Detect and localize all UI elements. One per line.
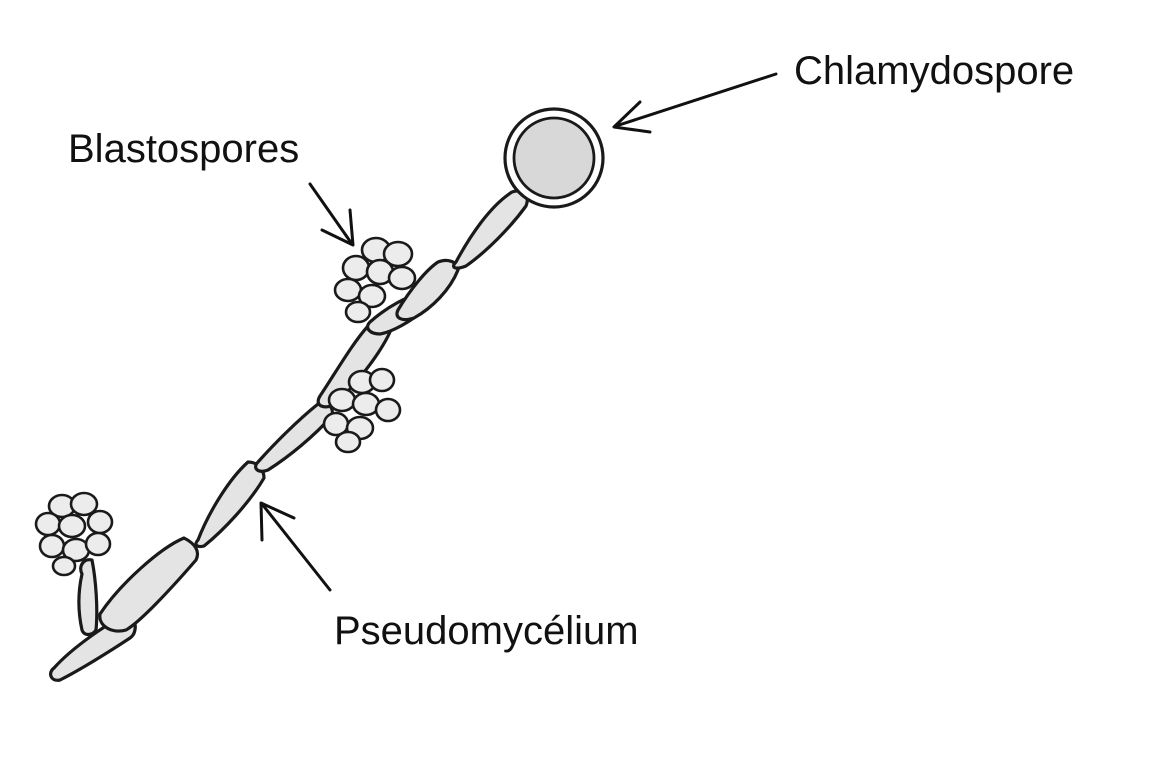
blastospore [34, 511, 62, 537]
blastospore [382, 240, 414, 268]
blastospore [357, 283, 387, 309]
blastospore [327, 387, 357, 413]
pseudomycelium-chain [49, 189, 529, 682]
blastospore [368, 367, 396, 393]
blastospore [51, 555, 77, 577]
blastospore [374, 397, 402, 423]
blastospore [57, 513, 87, 539]
blastospore [334, 430, 362, 454]
hypha-cell [194, 460, 266, 549]
hypha-cell [452, 189, 529, 270]
blastospore [84, 531, 112, 557]
hypha-cell [395, 258, 460, 322]
label-chlamydospore: Chlamydospore [794, 49, 1074, 93]
blastospore-cluster-middle [322, 367, 402, 454]
blastospore [333, 277, 363, 303]
hypha-cell [77, 558, 99, 637]
label-blastospores: Blastospores [68, 127, 299, 171]
blastospore [86, 509, 114, 535]
hypha-cell [98, 536, 200, 633]
label-pseudomycelium: Pseudomycélium [334, 609, 639, 653]
blastospore [38, 533, 66, 559]
blastospore [344, 300, 372, 324]
arrow-chlamydospore [612, 72, 778, 134]
blastospore [69, 491, 99, 517]
blastospore-cluster-top [333, 236, 417, 324]
blastospore [341, 254, 371, 282]
arrow-pseudomycelium [259, 501, 332, 592]
chlamydospore-cell [503, 107, 605, 209]
blastospore [387, 265, 417, 291]
arrow-blastospores [308, 182, 355, 247]
hypha-cell [254, 401, 334, 473]
blastospore-cluster-left [34, 491, 114, 577]
branch-left [77, 558, 99, 637]
